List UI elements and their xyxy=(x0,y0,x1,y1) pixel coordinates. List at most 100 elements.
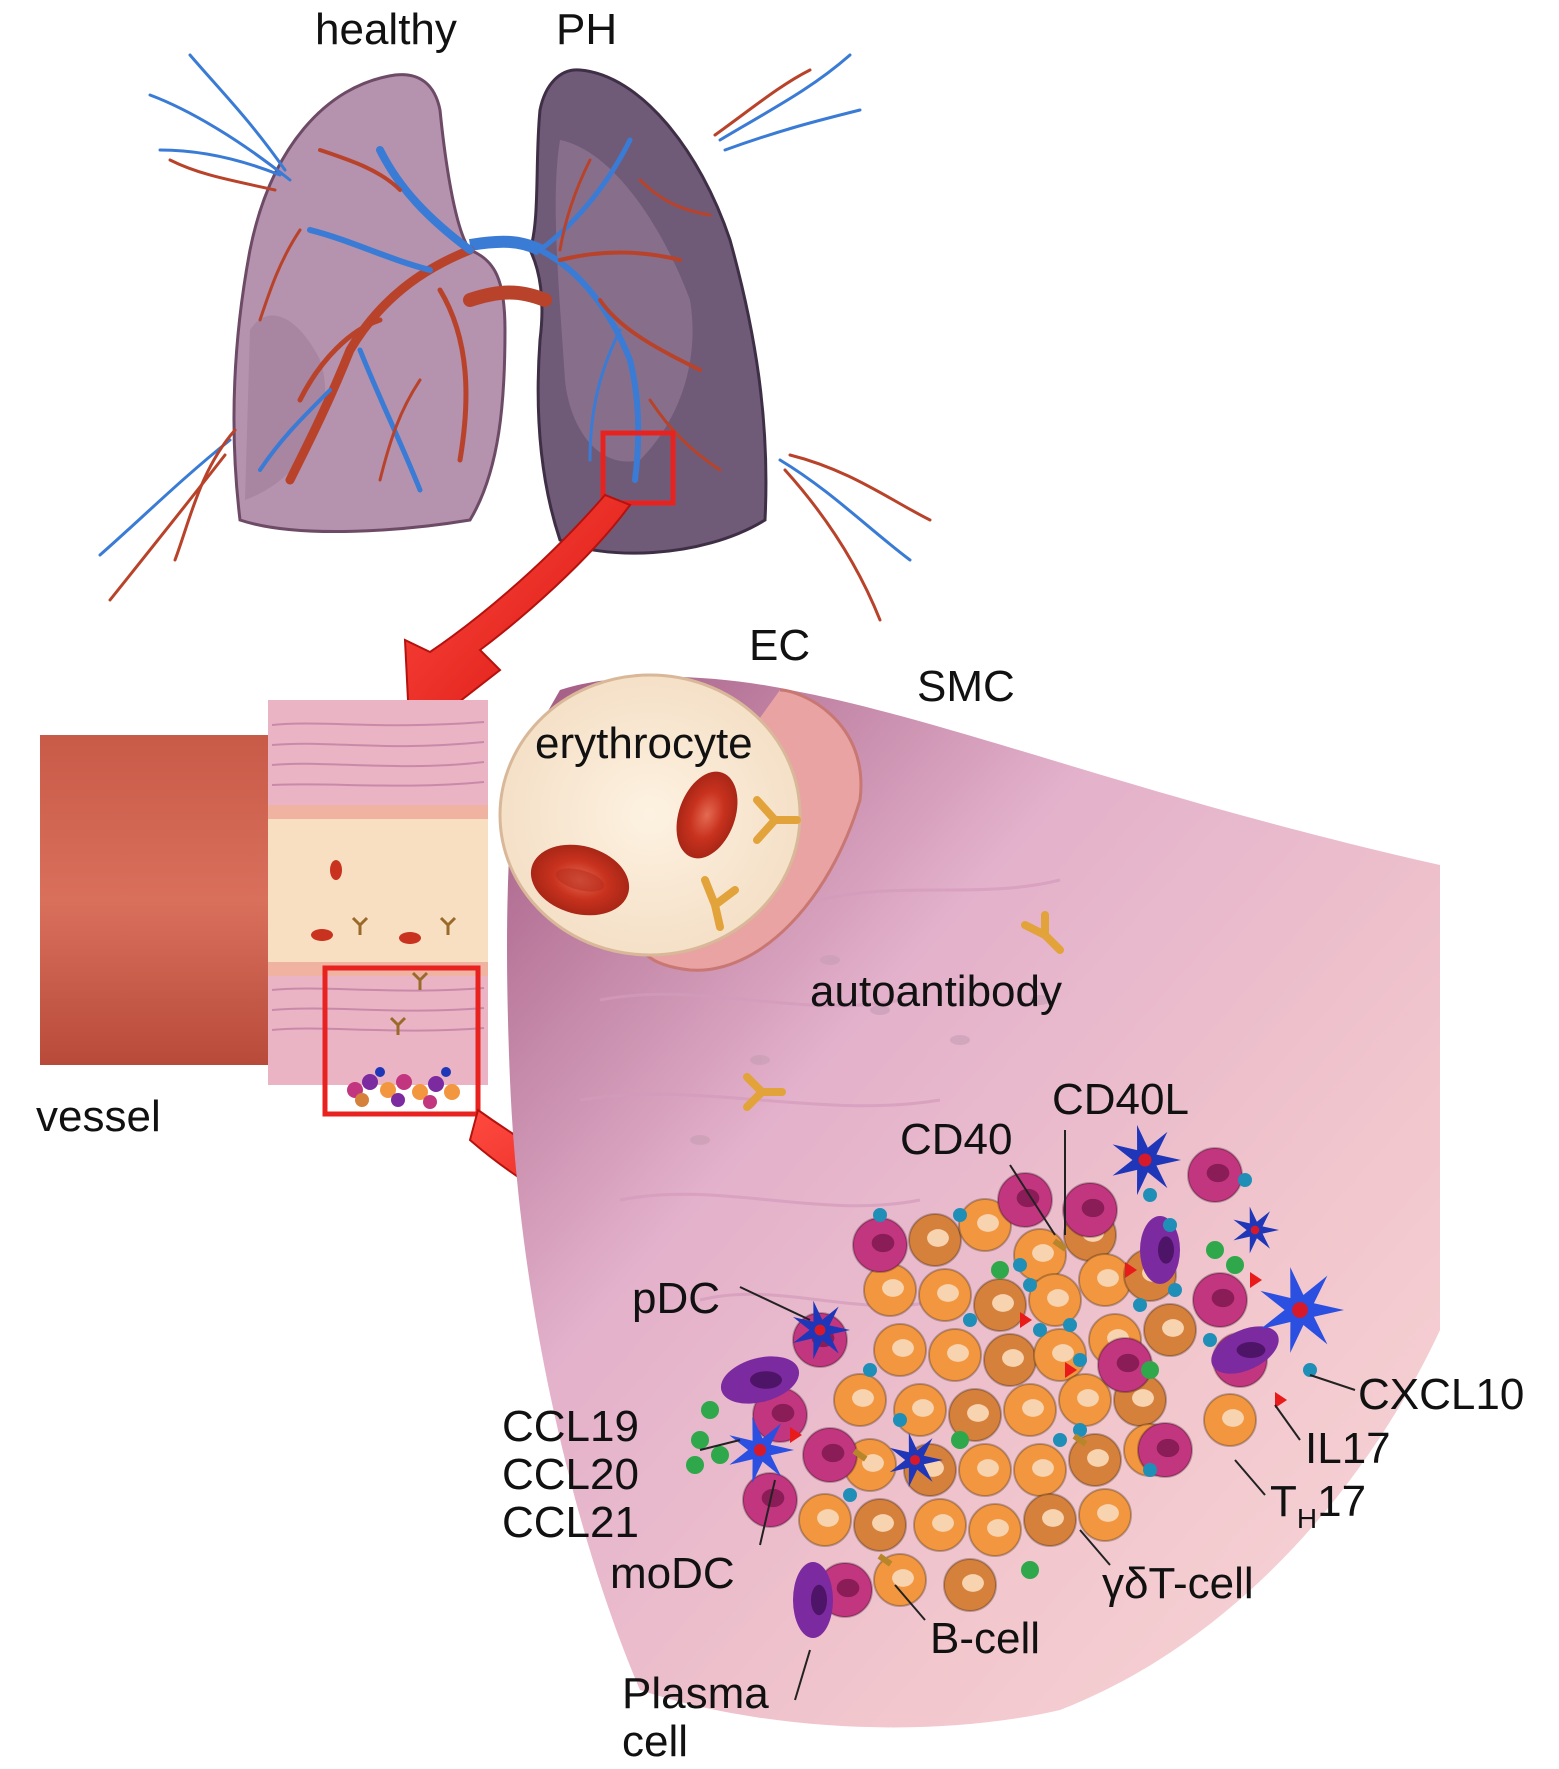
b-cell-nucleus xyxy=(1206,1163,1230,1183)
cxcl10-dot xyxy=(1163,1218,1177,1232)
th17-cell-nucleus xyxy=(1032,1244,1054,1262)
cxcl10-dot xyxy=(873,1208,887,1222)
th17-cell-nucleus xyxy=(1022,1399,1044,1417)
gd-t-cell-nucleus xyxy=(1132,1389,1154,1407)
vessel-wall-top xyxy=(268,700,488,815)
ph-lung-speckle xyxy=(555,140,693,462)
il17-triangle xyxy=(1250,1272,1262,1288)
il17-triangle xyxy=(1065,1362,1077,1378)
ccl-dot xyxy=(691,1431,709,1449)
th17-cell-nucleus xyxy=(882,1279,904,1297)
th17-cell-nucleus xyxy=(892,1339,914,1357)
erythrocyte-cell-center xyxy=(555,868,605,892)
immune-infiltrate xyxy=(686,1124,1344,1638)
gd-t-cell-nucleus xyxy=(927,1229,949,1247)
vessel-antibody xyxy=(389,1016,407,1035)
cxcl10-dot xyxy=(1073,1423,1087,1437)
central-artery xyxy=(463,285,552,307)
vessel-lumen-cross xyxy=(498,673,802,957)
cxcl10-dot xyxy=(1063,1318,1077,1332)
cd40-label: CD40 xyxy=(900,1115,1013,1164)
th17-cell-nucleus xyxy=(932,1514,954,1532)
gd-t-cell-nucleus xyxy=(992,1294,1014,1312)
th17-cell-nucleus xyxy=(977,1459,999,1477)
gd-t-cell-nucleus xyxy=(1162,1319,1184,1337)
modc-label: moDC xyxy=(610,1549,735,1598)
smc-nuclei xyxy=(690,955,1050,1145)
cxcl10-dot xyxy=(1133,1298,1147,1312)
cxcl10-dot xyxy=(1168,1283,1182,1297)
pdc-cell-nucleus xyxy=(1138,1153,1152,1167)
pdc-cell-nucleus xyxy=(909,1454,921,1466)
th17-cell-nucleus xyxy=(1077,1389,1099,1407)
plasma-cell-nucleus xyxy=(811,1584,827,1616)
vessel-illustration xyxy=(40,700,488,1117)
ccl-dot xyxy=(1021,1561,1039,1579)
b-cell-nucleus xyxy=(1156,1438,1180,1458)
b-cell-nucleus xyxy=(836,1578,860,1598)
th17-cell-nucleus xyxy=(1052,1344,1074,1362)
th17-main: T xyxy=(1270,1477,1297,1526)
th17-cell-nucleus xyxy=(817,1509,839,1527)
cxcl10-dot xyxy=(1013,1258,1027,1272)
gd-t-cell-nucleus xyxy=(1087,1449,1109,1467)
ccl-dot xyxy=(1141,1361,1159,1379)
plasma-cell-nucleus xyxy=(1158,1236,1174,1264)
cxcl10-dot xyxy=(1238,1173,1252,1187)
plasma-cell-label-line2: cell xyxy=(622,1717,689,1766)
cxcl10-dot xyxy=(1143,1188,1157,1202)
ccl-dot xyxy=(686,1456,704,1474)
ph-lung-vessels xyxy=(537,137,722,483)
b-cell-nucleus xyxy=(871,1233,895,1253)
smc-label: SMC xyxy=(917,662,1015,711)
vessel-wall-fibers xyxy=(271,721,485,1032)
cxcl10-dot xyxy=(1203,1333,1217,1347)
b-cell-nucleus xyxy=(1116,1353,1140,1373)
b-cell-nucleus xyxy=(771,1403,795,1423)
cxcl10-dot xyxy=(963,1313,977,1327)
ccl21-label: CCL21 xyxy=(502,1498,639,1547)
b-cell-nucleus xyxy=(1211,1288,1235,1308)
ccl-dot xyxy=(991,1261,1009,1279)
vessel-highlight-box xyxy=(322,965,481,1117)
ccl-dot xyxy=(701,1401,719,1419)
il17-triangle xyxy=(1125,1262,1137,1278)
th17-cell-nucleus xyxy=(1097,1504,1119,1522)
th17-subscript: H xyxy=(1296,1503,1318,1534)
erythrocyte-cell xyxy=(676,771,738,859)
plasma-cell-nucleus xyxy=(1236,1342,1266,1358)
vessel-antibody xyxy=(351,916,369,935)
modc-cell-nucleus xyxy=(753,1443,767,1457)
th17-cell-nucleus xyxy=(947,1344,969,1362)
vessel-antibody xyxy=(411,971,429,990)
vessel-antibody xyxy=(439,916,457,935)
cxcl10-dot xyxy=(893,1413,907,1427)
lungs-illustration xyxy=(98,53,932,622)
healthy-lung-shade xyxy=(245,315,326,500)
ph-label: PH xyxy=(556,5,618,54)
ccl19-label: CCL19 xyxy=(502,1402,639,1451)
th17-cell-nucleus xyxy=(987,1519,1009,1537)
ccl20-label: CCL20 xyxy=(502,1450,639,1499)
th17-cell-nucleus xyxy=(1032,1459,1054,1477)
il17-triangle xyxy=(1020,1312,1032,1328)
vessel-outer xyxy=(40,735,295,1065)
gd-t-cell-nucleus xyxy=(872,1514,894,1532)
gd-t-cell-nucleus xyxy=(967,1404,989,1422)
th17-cell-nucleus xyxy=(937,1284,959,1302)
plasma-cell-label-line1: Plasma xyxy=(622,1669,769,1718)
healthy-lung-vessels xyxy=(258,146,475,493)
modc-cell-nucleus xyxy=(1292,1302,1308,1318)
vessel-erythrocyte xyxy=(330,860,342,880)
erythrocyte-label: erythrocyte xyxy=(535,719,753,768)
th17-cell-nucleus xyxy=(892,1569,914,1587)
gd-t-cell-nucleus xyxy=(962,1574,984,1592)
ccl-dot xyxy=(1226,1256,1244,1274)
plasma-cell-nucleus xyxy=(750,1371,782,1389)
autoantibody-label: autoantibody xyxy=(810,967,1062,1016)
ph-lung-highlight-box xyxy=(600,430,676,506)
b-cell-nucleus xyxy=(1081,1198,1105,1218)
th17-cell-nucleus xyxy=(862,1454,884,1472)
antibody-icon xyxy=(701,796,1064,1111)
